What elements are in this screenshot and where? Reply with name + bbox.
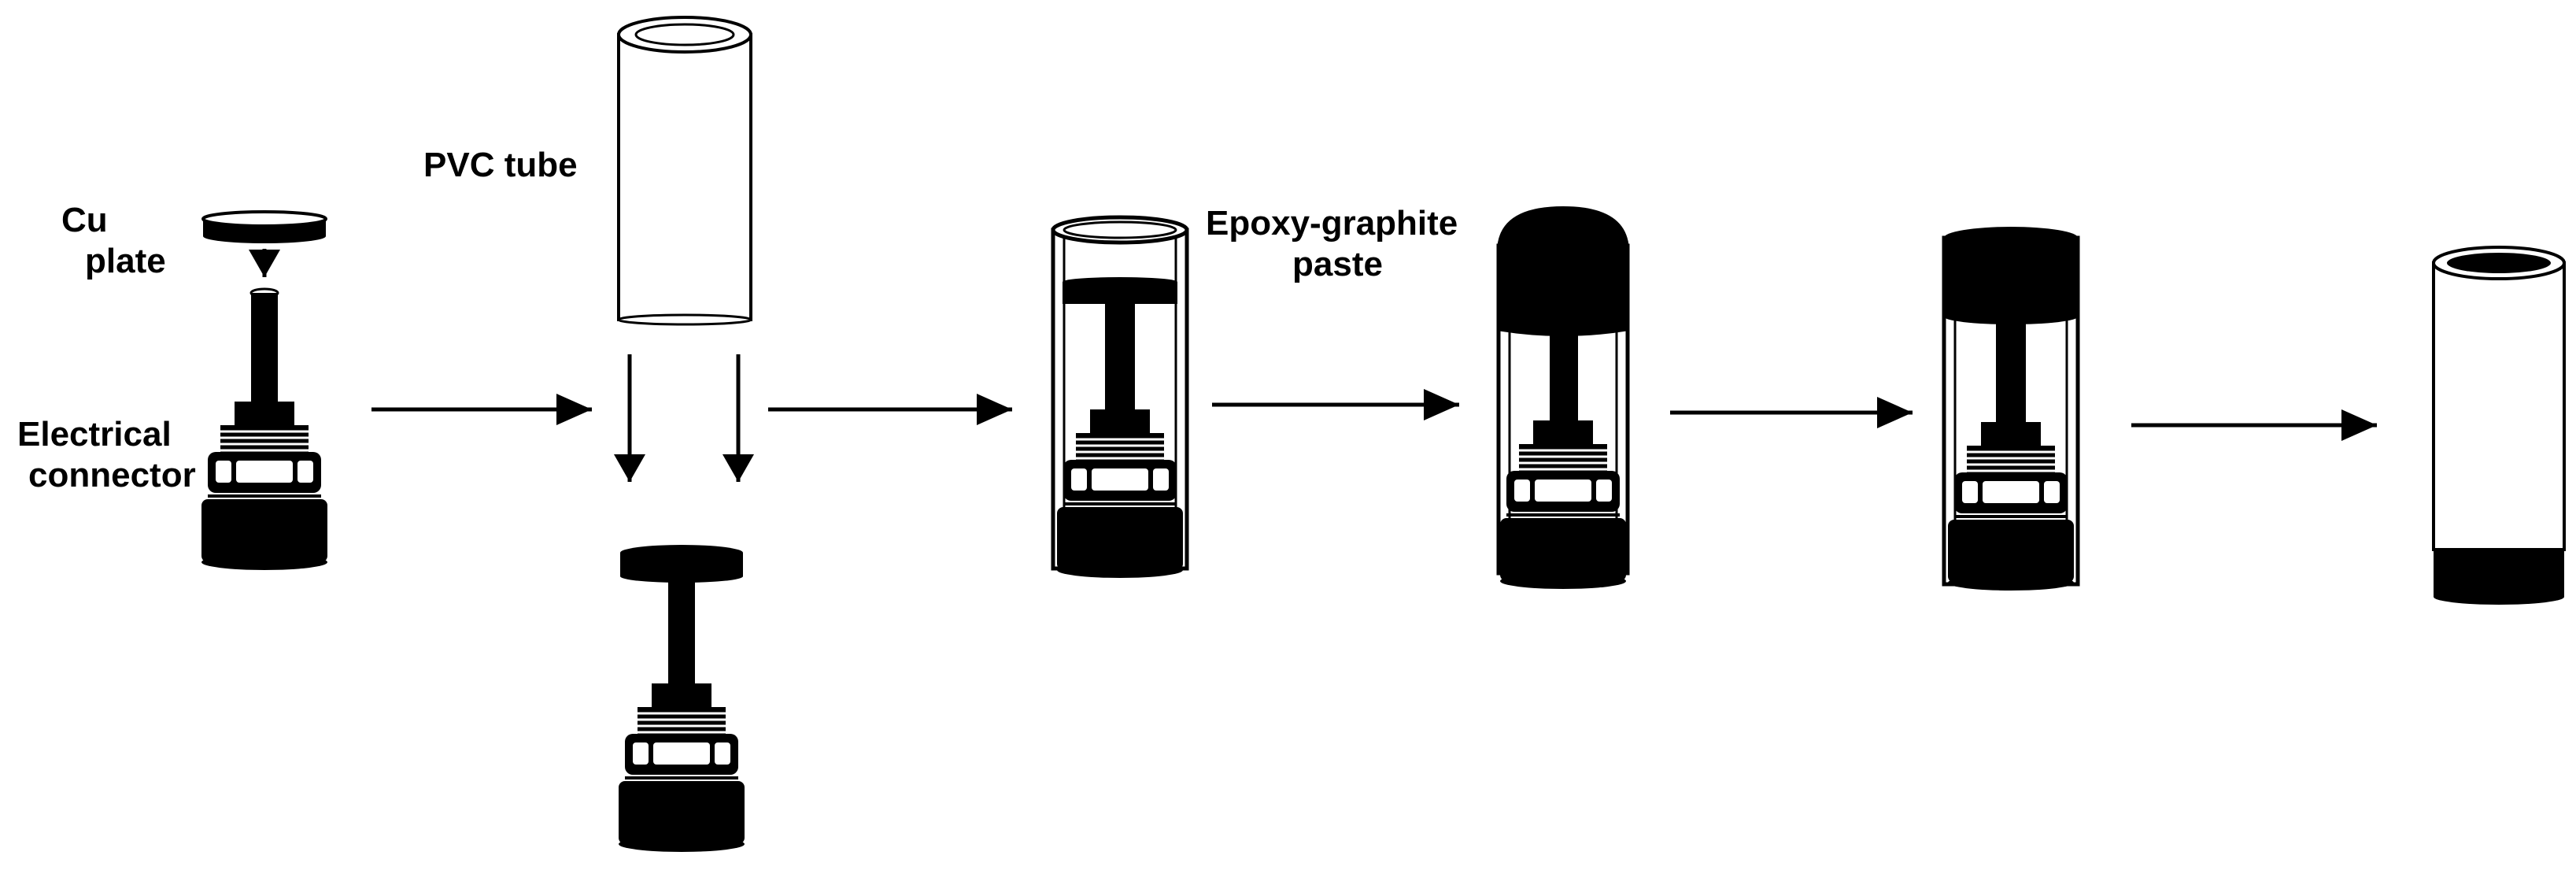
stage-6-finished-electrode [2432,246,2566,605]
epoxy-graphite-label-line1: Epoxy-graphite [1206,204,1458,243]
stage-2-assembly [614,16,754,854]
cu-plate-label-line2: plate [85,242,166,280]
stage-4-paste-added [1496,206,1630,591]
cu-plate [201,210,327,243]
connector-with-plate [617,545,746,854]
electrical-connector [200,287,329,572]
stage-5-paste-leveled [1942,227,2080,592]
pvc-tube-label: PVC tube [423,146,578,184]
pvc-tube [617,16,752,326]
epoxy-graphite-dome [1497,206,1629,336]
cu-plate-label-line1: Cu [61,201,108,239]
electrical-connector-label-line1: Electrical [17,415,172,454]
stage-3-assembled [1051,215,1189,580]
electrical-connector-label-line2: connector [28,456,196,494]
stage-1-connector-and-plate [200,210,329,572]
epoxy-graphite-label-line2: paste [1292,245,1383,283]
